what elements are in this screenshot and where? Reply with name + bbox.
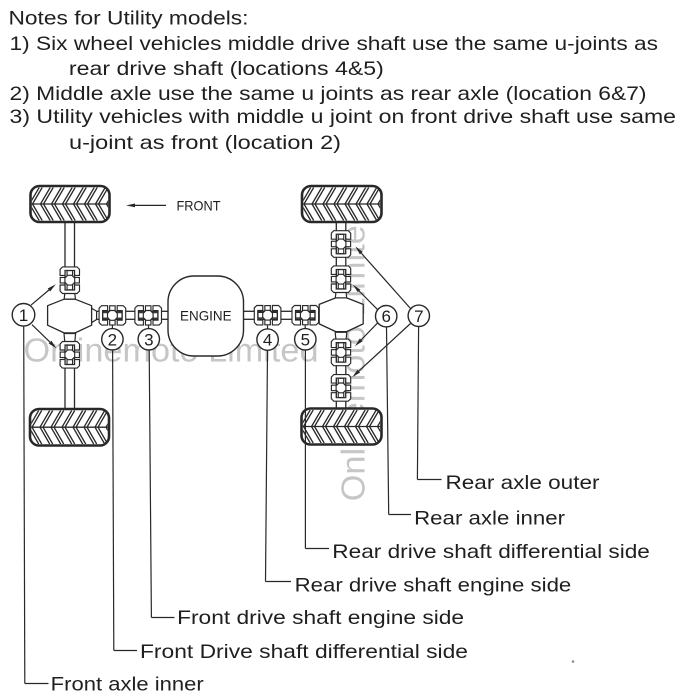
svg-text:3: 3 xyxy=(144,330,153,349)
svg-text:Rear axle outer: Rear axle outer xyxy=(446,472,601,494)
svg-text:u-joint as front (location 2): u-joint as front (location 2) xyxy=(69,132,341,154)
svg-text:Front drive shaft engine side: Front drive shaft engine side xyxy=(177,607,464,629)
svg-text:3) Utility vehicles with middl: 3) Utility vehicles with middle u joint … xyxy=(10,106,677,128)
svg-text:Rear drive shaft engine side: Rear drive shaft engine side xyxy=(295,574,572,596)
svg-text:7: 7 xyxy=(414,307,423,326)
svg-text:Notes for Utility models:: Notes for Utility models: xyxy=(9,8,249,30)
svg-text:Front Drive shaft differential: Front Drive shaft differential side xyxy=(140,641,468,663)
svg-text:FRONT: FRONT xyxy=(177,199,222,214)
svg-text:2: 2 xyxy=(108,330,117,349)
svg-text:5: 5 xyxy=(301,330,310,349)
svg-text:Front axle inner: Front axle inner xyxy=(51,674,205,696)
svg-text:1: 1 xyxy=(19,306,28,325)
svg-text:6: 6 xyxy=(381,307,390,326)
svg-text:ENGINE: ENGINE xyxy=(180,308,232,323)
svg-text:Rear drive shaft differential: Rear drive shaft differential side xyxy=(332,541,650,563)
svg-text:rear drive shaft (locations 4&: rear drive shaft (locations 4&5) xyxy=(69,58,384,80)
svg-text:4: 4 xyxy=(263,331,272,350)
svg-text:2) Middle axle use the same u: 2) Middle axle use the same u joints as … xyxy=(10,83,647,105)
svg-text:Rear axle inner: Rear axle inner xyxy=(414,508,566,530)
svg-text:1) Six wheel vehicles middle d: 1) Six wheel vehicles middle drive shaft… xyxy=(10,33,659,55)
